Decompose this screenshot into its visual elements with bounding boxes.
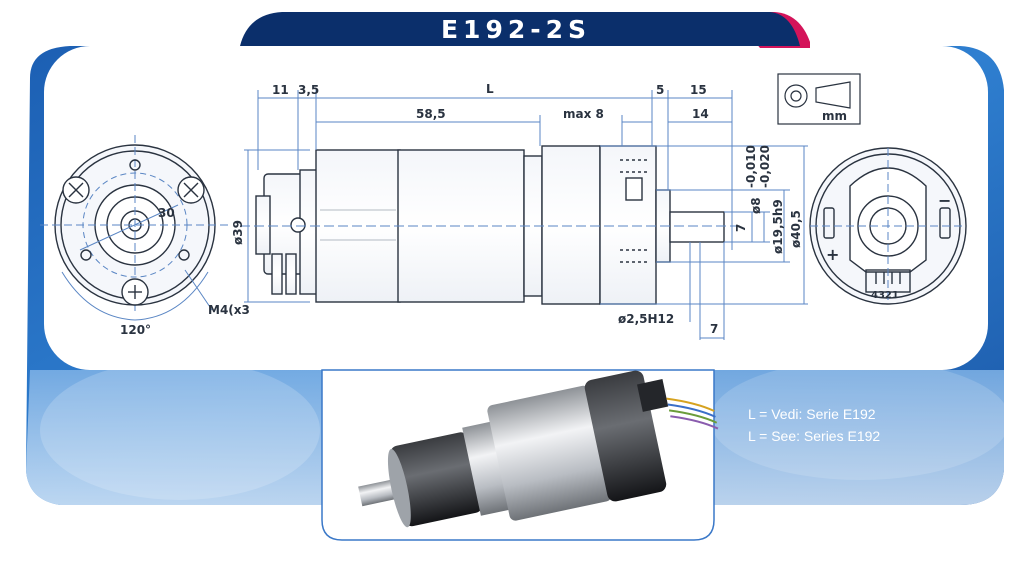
dim-d40-5: ø40,5 [789,210,803,248]
dim-max8: max 8 [563,107,604,121]
left-end-view [40,135,230,321]
motor-photo [358,370,719,528]
dim-7-bottom: 7 [710,322,718,336]
dim-15: 15 [690,83,707,97]
dim-3-5: 3,5 [298,83,319,97]
unit-symbol-box [777,73,861,125]
dim-7-vertical: 7 [734,224,748,232]
dim-m4: M4(x3 [208,303,250,317]
title-tab: E192-2S [240,12,810,48]
dim-11: 11 [272,83,289,97]
dim-120deg: 120° [120,323,151,337]
dim-tol-upper: -0,010 [744,145,758,188]
dim-d2-5: ø2,5H12 [618,312,674,326]
note-it: L = Vedi: Serie E192 [748,406,876,422]
polarity-minus: − [938,191,951,210]
dim-L: L [486,82,494,96]
dim-tol-lower: -0,020 [758,145,772,188]
note-en: L = See: Series E192 [748,428,880,444]
dim-58-5: 58,5 [416,107,446,121]
mount-screw-top-left [62,176,90,204]
dim-d39: ø39 [231,220,245,245]
page-title: E192-2S [441,15,591,44]
dim-d19-5: ø19,5h9 [771,199,785,254]
connector-pins: 4321 [871,290,899,301]
unit-mm: mm [822,109,847,123]
mount-screw-bottom [121,278,149,306]
dimension-lines [244,90,808,340]
product-photo-panel [321,369,719,541]
motor-side-view [255,145,725,305]
dim-14: 14 [692,107,709,121]
dim-d8: ø8 [749,197,763,214]
mount-screw-top-right [177,176,205,204]
right-end-view [809,147,967,305]
polarity-plus: + [826,245,839,264]
dim-30: 30 [158,206,175,220]
dim-5: 5 [656,83,664,97]
